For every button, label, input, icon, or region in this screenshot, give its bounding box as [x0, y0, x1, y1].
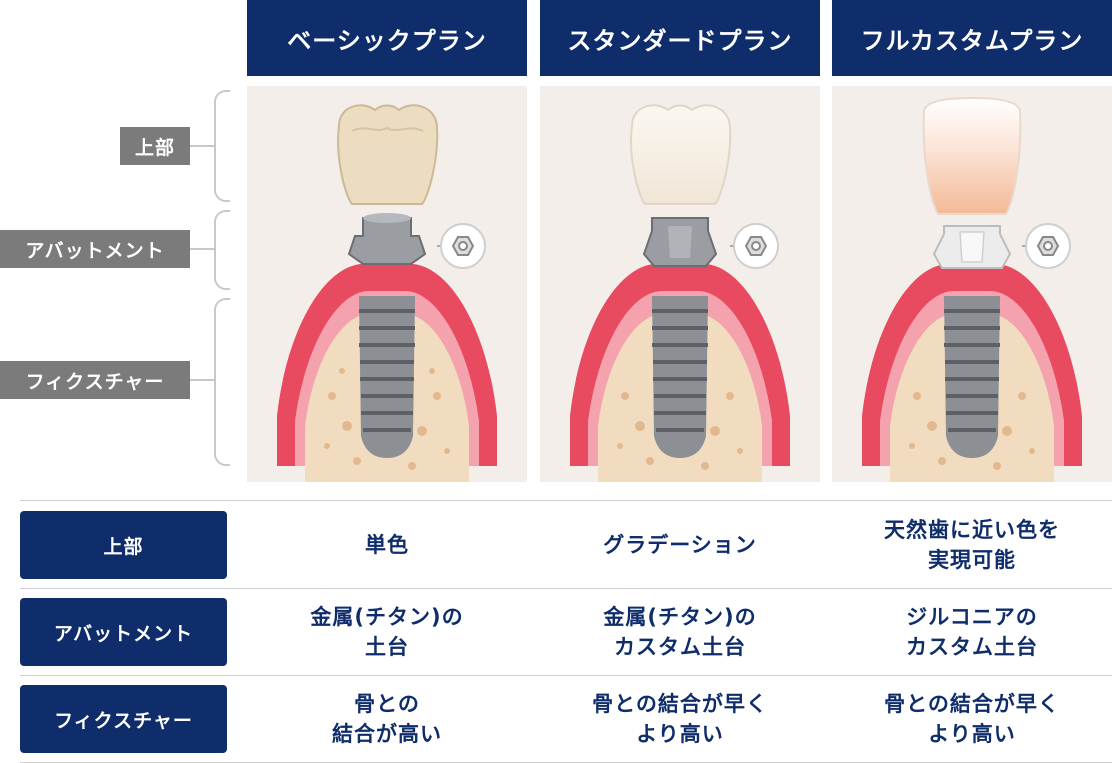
plan-header-basic: ベーシックプラン — [247, 0, 527, 76]
bracket-abutment — [214, 210, 230, 290]
table-cell: グラデーション — [603, 532, 757, 557]
side-label-fixture: フィクスチャー — [0, 361, 190, 399]
table-cell: 単色 — [365, 532, 409, 557]
bracket-fixture — [214, 298, 230, 466]
table-cell: 骨との結合が早く より高い — [592, 691, 768, 746]
plan-header-standard: スタンダードプラン — [540, 0, 820, 76]
implant-illustration-standard — [540, 86, 820, 482]
table-cell: 金属(チタン)の 土台 — [310, 604, 464, 659]
side-label-abutment: アバットメント — [0, 230, 190, 268]
plan-header-fullcustom: フルカスタムプラン — [832, 0, 1112, 76]
implant-illustration-basic — [247, 86, 527, 482]
table-cell: ジルコニアの カスタム土台 — [906, 604, 1038, 659]
table-divider — [20, 675, 1112, 676]
table-cell: 骨との結合が早く より高い — [884, 691, 1060, 746]
tick-top — [190, 145, 214, 147]
row-label-abutment: アバットメント — [20, 598, 227, 666]
tick-abutment — [190, 248, 214, 250]
table-cell: 金属(チタン)の カスタム土台 — [603, 604, 757, 659]
table-cell: 骨との 結合が高い — [332, 691, 442, 746]
table-cell: 天然歯に近い色を 実現可能 — [884, 517, 1060, 572]
abutment-body — [347, 217, 427, 265]
crown-shape — [337, 104, 439, 205]
implant-illustration-fullcustom — [832, 86, 1112, 482]
table-divider — [20, 588, 1112, 589]
row-label-fixture: フィクスチャー — [20, 685, 227, 753]
bracket-top — [214, 90, 230, 202]
side-label-top: 上部 — [120, 127, 190, 165]
row-label-top: 上部 — [20, 511, 227, 579]
tick-fixture — [190, 379, 214, 381]
table-divider — [20, 500, 1112, 501]
